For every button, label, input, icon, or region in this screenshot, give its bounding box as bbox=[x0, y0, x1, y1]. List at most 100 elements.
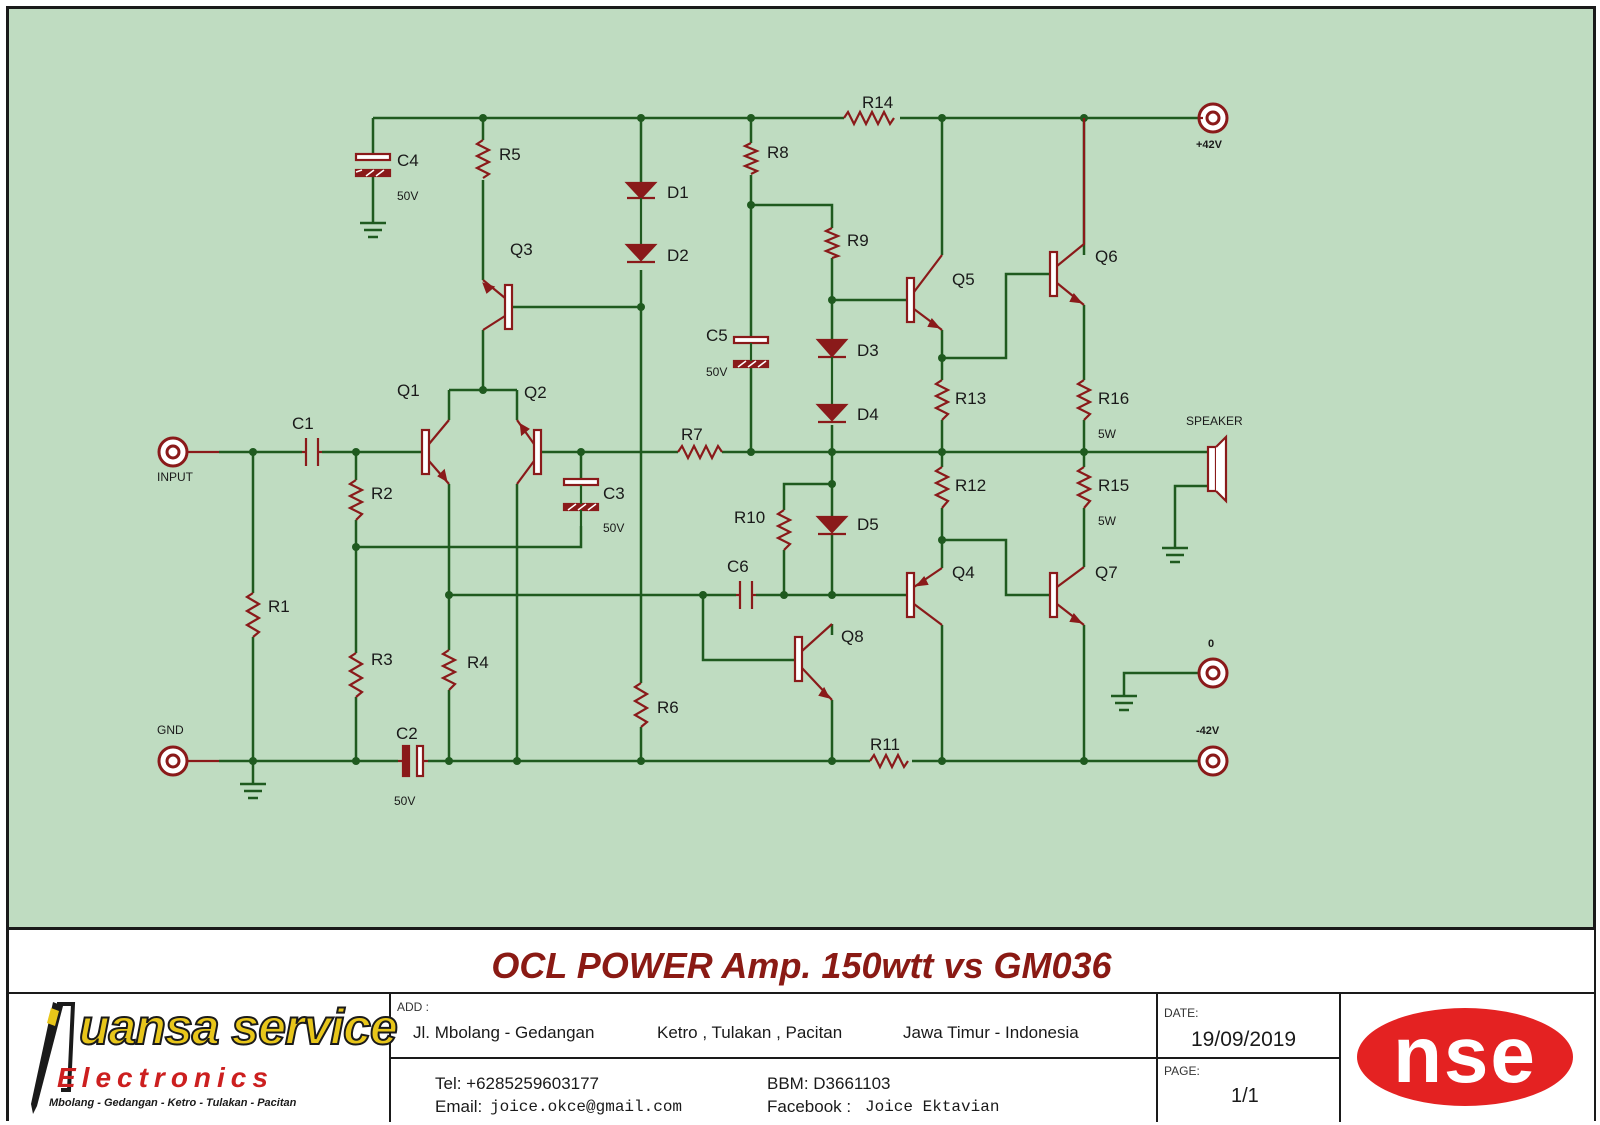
terminal-minus42-icon bbox=[1197, 745, 1229, 777]
rating-c4: 50V bbox=[397, 189, 418, 203]
transistor-q5 bbox=[905, 254, 943, 331]
rating-r16: 5W bbox=[1098, 427, 1117, 441]
label-q8: Q8 bbox=[841, 627, 864, 646]
transistor-q6 bbox=[1048, 118, 1086, 306]
label-q7: Q7 bbox=[1095, 563, 1118, 582]
label-r11: R11 bbox=[870, 735, 900, 754]
address-line-2: Ketro , Tulakan , Pacitan bbox=[657, 1023, 843, 1042]
label-minus42: -42V bbox=[1196, 725, 1220, 737]
email-label: Email: bbox=[435, 1097, 483, 1116]
resistor-r4 bbox=[440, 649, 458, 691]
resistor-r6 bbox=[632, 682, 650, 728]
logo-address: Mbolang - Gedangan - Ketro - Tulakan - P… bbox=[49, 1097, 297, 1109]
resistor-r11 bbox=[869, 752, 909, 770]
ground-zero-icon bbox=[1111, 694, 1137, 712]
resistor-r9 bbox=[823, 227, 842, 260]
label-q4: Q4 bbox=[952, 563, 975, 582]
email-address[interactable]: joice.okce@gmail.com bbox=[490, 1098, 683, 1116]
resistor-r16 bbox=[1075, 379, 1093, 421]
resistor-r10 bbox=[775, 509, 793, 551]
label-r8: R8 bbox=[767, 143, 789, 162]
transistor-q1 bbox=[420, 419, 450, 485]
label-c3: C3 bbox=[603, 484, 625, 503]
resistor-r14 bbox=[843, 109, 895, 127]
resistor-r2 bbox=[347, 479, 365, 521]
ground-speaker-icon bbox=[1162, 546, 1188, 564]
bbm-pin: BBM: D3661103 bbox=[767, 1074, 891, 1093]
rating-c3: 50V bbox=[603, 521, 624, 535]
add-label: ADD : bbox=[397, 1000, 430, 1014]
capacitor-c2 bbox=[398, 744, 428, 778]
transistor-q7 bbox=[1048, 566, 1085, 626]
terminal-zero-icon bbox=[1197, 657, 1229, 689]
company-logo: uansa service Electronics Mbolang - Geda… bbox=[13, 994, 399, 1120]
logo-sub: Electronics bbox=[57, 1062, 274, 1093]
capacitor-c1 bbox=[302, 438, 322, 466]
resistor-r3 bbox=[347, 652, 365, 698]
resistor-r13 bbox=[933, 379, 951, 421]
label-d4: D4 bbox=[857, 405, 879, 424]
label-d3: D3 bbox=[857, 341, 879, 360]
transistor-q4 bbox=[905, 567, 943, 626]
label-r3: R3 bbox=[371, 650, 393, 669]
label-r16: R16 bbox=[1098, 389, 1129, 408]
page-value: 1/1 bbox=[1231, 1085, 1259, 1107]
title-block: OCL POWER Amp. 150wtt vs GM036 uansa ser… bbox=[9, 927, 1594, 1122]
label-r5: R5 bbox=[499, 145, 521, 164]
page-label: PAGE: bbox=[1164, 1064, 1200, 1078]
label-speaker: SPEAKER bbox=[1186, 414, 1243, 428]
label-r9: R9 bbox=[847, 231, 869, 250]
label-c2: C2 bbox=[396, 724, 418, 743]
wires bbox=[219, 116, 1208, 784]
speaker-icon bbox=[1206, 434, 1228, 504]
label-r12: R12 bbox=[955, 476, 986, 495]
label-q2: Q2 bbox=[524, 383, 547, 402]
label-r2: R2 bbox=[371, 484, 393, 503]
rating-r15: 5W bbox=[1098, 514, 1117, 528]
resistor-r5 bbox=[474, 139, 492, 179]
capacitor-c4 bbox=[354, 152, 392, 178]
ground-input-icon bbox=[240, 782, 266, 800]
terminal-input-icon bbox=[157, 436, 219, 468]
capacitor-c5 bbox=[732, 335, 770, 369]
resistor-r12 bbox=[933, 466, 951, 509]
transistor-q3 bbox=[482, 279, 514, 331]
resistor-r15 bbox=[1075, 466, 1093, 509]
label-r6: R6 bbox=[657, 698, 679, 717]
address-line-1: Jl. Mbolang - Gedangan bbox=[413, 1023, 595, 1042]
label-r1: R1 bbox=[268, 597, 290, 616]
label-r13: R13 bbox=[955, 389, 986, 408]
diode-d1 bbox=[624, 181, 658, 245]
capacitor-c3 bbox=[562, 477, 600, 526]
schematic-diagram: C4 50V R5 D1 D2 Q3 R8 R14 R9 C5 50V Q5 Q… bbox=[157, 93, 1243, 808]
diode-d3 bbox=[815, 338, 849, 405]
resistor-r7 bbox=[677, 443, 723, 461]
date-value: 19/09/2019 bbox=[1191, 1028, 1297, 1051]
capacitor-c6 bbox=[736, 581, 756, 609]
diode-d2 bbox=[624, 243, 658, 264]
terminal-plus42-icon bbox=[1197, 102, 1229, 134]
telephone: Tel: +6285259603177 bbox=[435, 1074, 600, 1093]
soldering-iron-icon bbox=[31, 1002, 76, 1114]
label-plus42: +42V bbox=[1196, 139, 1223, 151]
label-zero: 0 bbox=[1208, 638, 1214, 650]
drawing-title: OCL POWER Amp. 150wtt vs GM036 bbox=[491, 945, 1112, 986]
label-gnd: GND bbox=[157, 723, 184, 737]
resistor-r8 bbox=[742, 142, 760, 175]
label-c6: C6 bbox=[727, 557, 749, 576]
nse-logo-text: nse bbox=[1393, 1010, 1537, 1099]
label-r4: R4 bbox=[467, 653, 489, 672]
label-c1: C1 bbox=[292, 414, 314, 433]
logo-brand: uansa service bbox=[78, 998, 399, 1056]
facebook-label: Facebook : bbox=[767, 1097, 852, 1116]
label-d2: D2 bbox=[667, 246, 689, 265]
ground-c4-icon bbox=[360, 221, 386, 239]
label-d5: D5 bbox=[857, 515, 879, 534]
label-input: INPUT bbox=[157, 470, 194, 484]
label-q3: Q3 bbox=[510, 240, 533, 259]
resistor-r1 bbox=[244, 592, 262, 638]
label-q5: Q5 bbox=[952, 270, 975, 289]
label-c4: C4 bbox=[397, 151, 419, 170]
facebook-name: Joice Ektavian bbox=[865, 1098, 1000, 1116]
terminal-gnd-icon bbox=[157, 745, 219, 777]
